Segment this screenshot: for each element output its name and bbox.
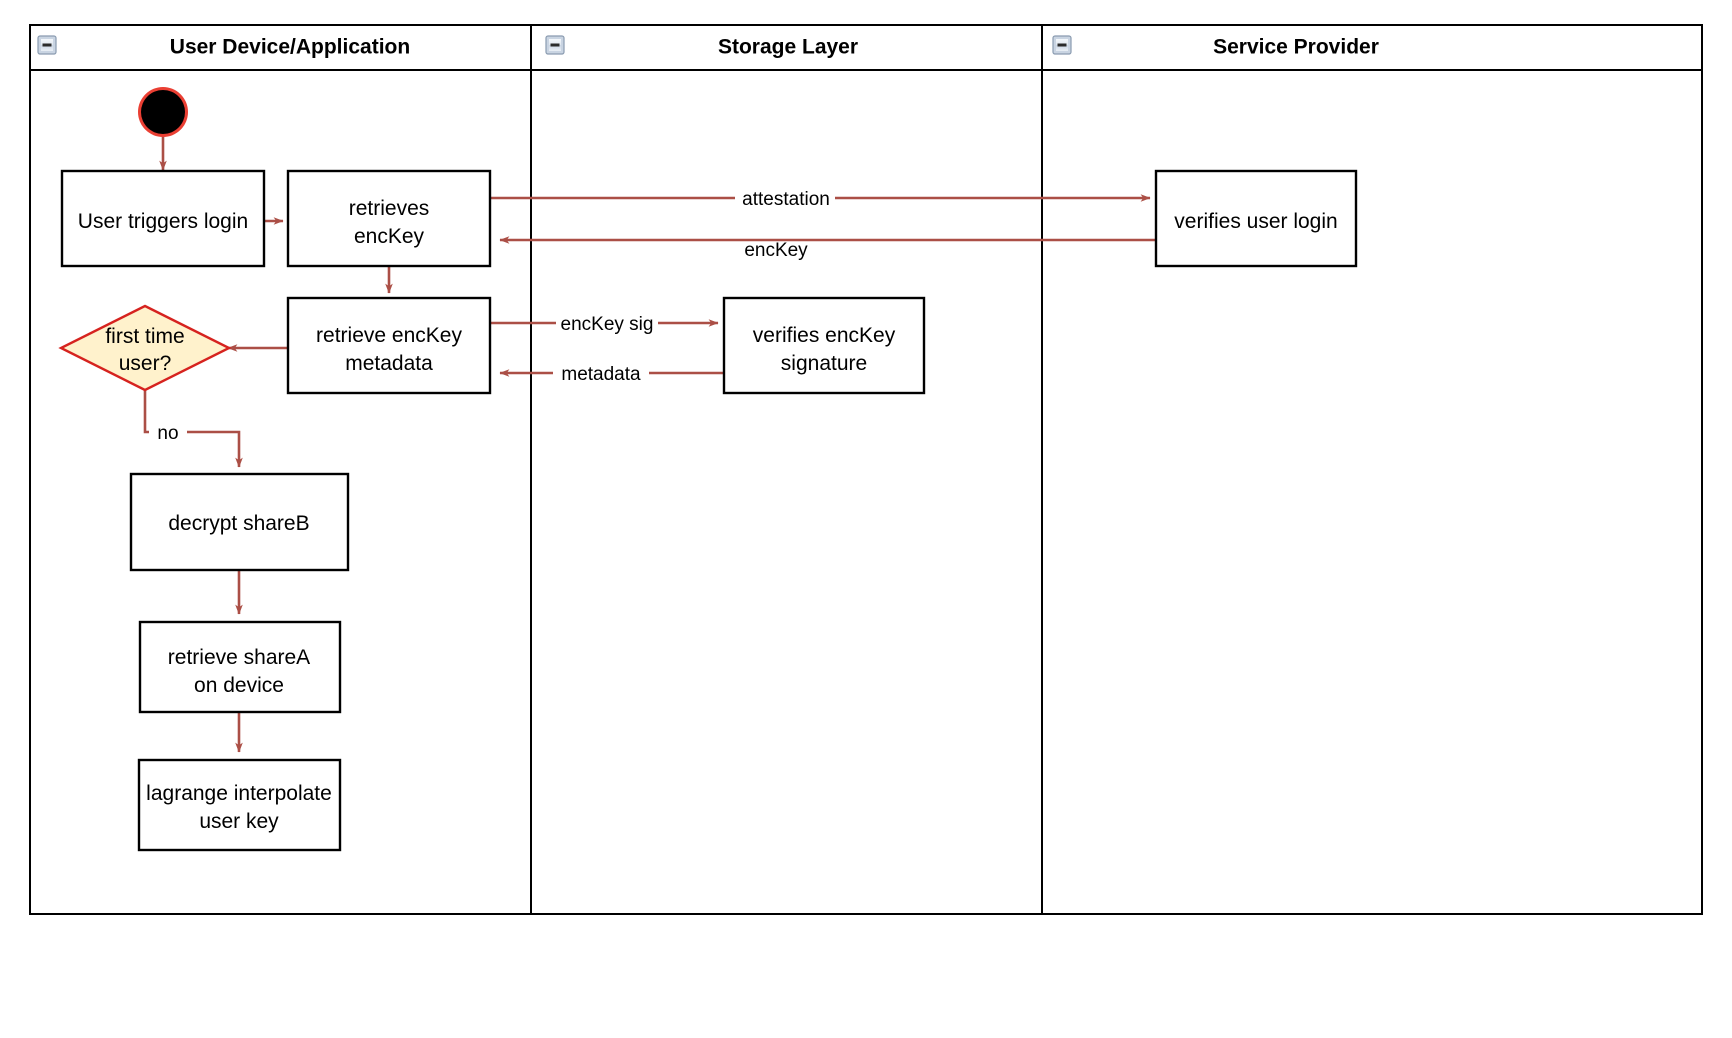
node-user-triggers-login[interactable]: User triggers login (60, 169, 266, 268)
node-label-decrypt-shareb: decrypt shareB (168, 512, 309, 535)
node-label-lagrange-line2: user key (199, 810, 279, 833)
edge-label-attestation: attestation (742, 189, 830, 210)
lane-header-service-provider[interactable]: Service Provider (1052, 35, 1379, 59)
collapse-minus-icon[interactable] (1052, 35, 1072, 55)
node-verifies-enckey-signature[interactable]: verifies encKey signature (722, 296, 926, 395)
node-label-retrieve-sharea-line2: on device (194, 674, 284, 697)
node-verifies-user-login[interactable]: verifies user login (1154, 169, 1358, 268)
lane-title-user-device: User Device/Application (170, 36, 410, 59)
node-label-verifies-sig-line2: signature (781, 352, 867, 375)
node-label-retrieves-enckey-line1: retrieves (349, 197, 430, 220)
node-label-first-time-user-line1: first time (105, 325, 184, 348)
edge-label-no: no (157, 423, 178, 444)
start-node[interactable] (138, 87, 188, 137)
edge-service-provider-to-retrieves: encKey (499, 236, 1156, 261)
node-first-time-user-decision[interactable]: first time user? (58, 304, 232, 392)
node-label-lagrange-line1: lagrange interpolate (146, 782, 332, 805)
node-label-retrieve-metadata-line2: metadata (345, 352, 433, 375)
node-retrieves-enckey[interactable]: retrieves encKey (286, 169, 492, 268)
edge-storage-to-metadata: metadata (499, 361, 724, 385)
collapse-minus-icon[interactable] (37, 35, 57, 55)
edge-label-backdrop (553, 361, 649, 385)
edge-label-backdrop (149, 420, 187, 443)
node-label-verifies-sig-line1: verifies encKey (753, 324, 896, 347)
node-label-user-triggers-login: User triggers login (78, 210, 248, 233)
node-label-retrieves-enckey-line2: encKey (354, 225, 425, 248)
edge-metadata-to-storage: encKey sig (491, 311, 719, 335)
node-label-retrieve-sharea-line1: retrieve shareA (168, 646, 310, 669)
lane-title-service-provider: Service Provider (1213, 36, 1379, 59)
lane-header-user-device[interactable]: User Device/Application (37, 35, 410, 59)
edge-label-backdrop (556, 311, 658, 335)
edge-label-enckey-sig: encKey sig (561, 314, 654, 335)
edge-decision-to-decrypt: no (143, 390, 243, 468)
node-decrypt-shareb[interactable]: decrypt shareB (129, 472, 350, 572)
collapse-minus-icon[interactable] (545, 35, 565, 55)
node-lagrange-interpolate-user-key[interactable]: lagrange interpolate user key (137, 758, 342, 852)
node-label-retrieve-metadata-line1: retrieve encKey (316, 324, 462, 347)
lane-title-storage: Storage Layer (718, 36, 858, 59)
edge-label-metadata: metadata (561, 364, 641, 385)
edge-label-enckey: encKey (744, 240, 808, 261)
edge-retrieves-to-service-provider: attestation (491, 186, 1151, 210)
edge-label-backdrop (735, 186, 835, 210)
node-retrieve-sharea-on-device[interactable]: retrieve shareA on device (138, 620, 342, 714)
node-retrieve-enckey-metadata[interactable]: retrieve encKey metadata (286, 296, 492, 395)
node-label-verifies-user-login: verifies user login (1174, 210, 1337, 233)
lane-header-storage[interactable]: Storage Layer (545, 35, 858, 59)
node-label-first-time-user-line2: user? (119, 352, 172, 375)
